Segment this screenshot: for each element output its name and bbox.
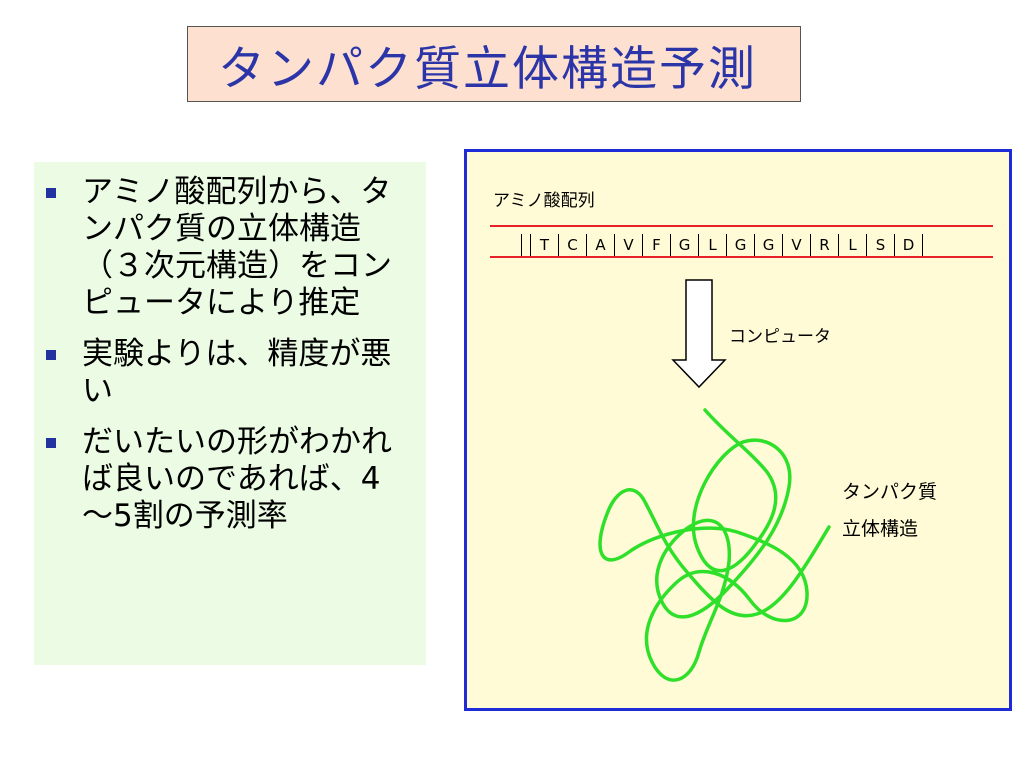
sequence-label: アミノ酸配列 [493,191,595,211]
bullet-item-2: 実験よりは、精度が悪い [46,336,418,410]
bullet-item-1: アミノ酸配列から、タンパク質の立体構造（３次元構造）をコンピュータにより推定 [46,174,418,322]
sequence-cell: D [895,234,923,256]
sequence-cell: T [531,234,559,256]
diagram-graphics [490,225,993,682]
bullet-text-1: アミノ酸配列から、タンパク質の立体構造（３次元構造）をコンピュータにより推定 [82,174,392,321]
sequence-cell: C [559,234,587,256]
bullet-square-icon [46,350,60,360]
bullet-text-2: 実験よりは、精度が悪い [82,336,392,409]
structure-label-line2: 立体構造 [842,518,919,540]
sequence-cell: V [783,234,811,256]
bullet-item-3: だいたいの形がわかれば良いのであれば、4～5割の予測率 [46,424,418,535]
sequence-cell: S [867,234,895,256]
bullet-text-3: だいたいの形がわかれば良いのであれば、4～5割の予測率 [82,424,392,534]
sequence-cell: G [727,234,755,256]
sequence-cell-lead [521,234,531,256]
sequence-cell: L [839,234,867,256]
bullet-list-panel: アミノ酸配列から、タンパク質の立体構造（３次元構造）をコンピュータにより推定 実… [34,162,426,665]
title-box: タンパク質立体構造予測 [187,26,801,102]
sequence-cell: L [699,234,727,256]
sequence-cell: G [671,234,699,256]
structure-label-line1: タンパク質 [842,481,938,503]
computer-label: コンピュータ [729,327,831,347]
bullet-square-icon [46,188,60,198]
sequence-cell: F [643,234,671,256]
protein-prediction-diagram: アミノ酸配列 T C A V F G L G G V R L S D コンピュー… [464,149,1012,711]
bullet-square-icon [46,438,60,448]
sequence-cell: V [615,234,643,256]
sequence-cell: R [811,234,839,256]
down-arrow-icon [671,279,727,389]
amino-acid-sequence: T C A V F G L G G V R L S D [521,234,923,256]
sequence-cell: A [587,234,615,256]
sequence-cell: G [755,234,783,256]
protein-strand-icon [598,408,831,682]
slide-title: タンパク質立体構造予測 [218,41,757,97]
